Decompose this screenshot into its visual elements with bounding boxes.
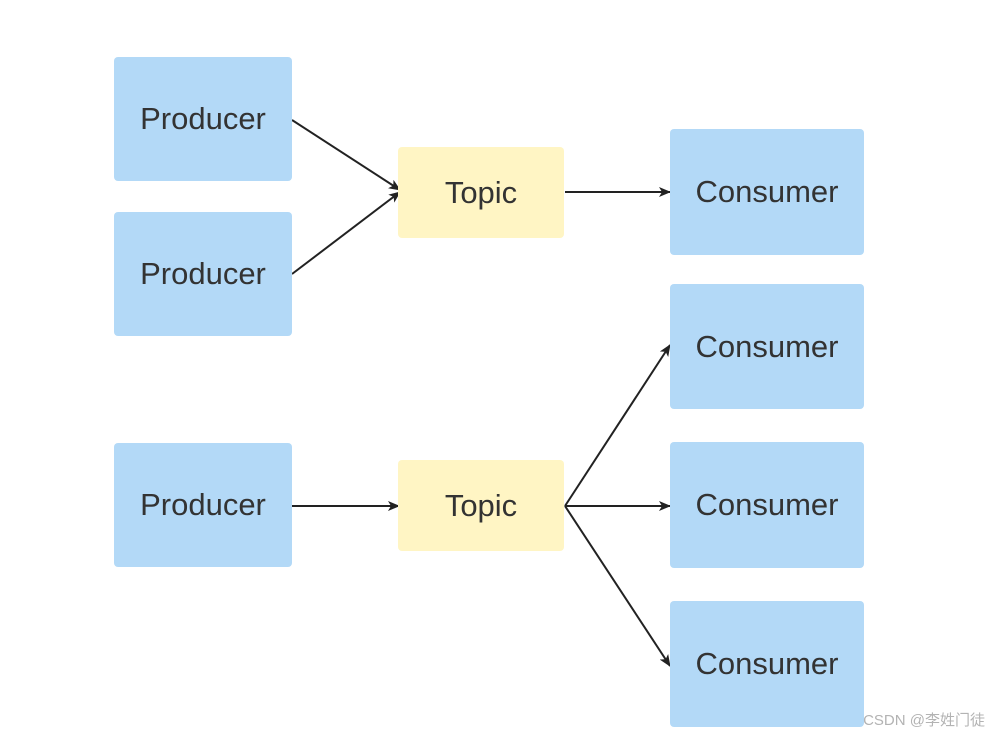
producer-label: Producer xyxy=(140,101,266,136)
consumer-node-1: Consumer xyxy=(670,129,864,255)
edge-topic-bottom-to-consumer4 xyxy=(564,505,671,667)
consumer-label: Consumer xyxy=(695,328,839,364)
consumer-node-3: Consumer xyxy=(670,442,864,568)
edge-producer1-to-topic-top xyxy=(291,119,401,191)
consumer-label: Consumer xyxy=(695,174,839,209)
topic-label: Topic xyxy=(444,174,518,210)
producer-node-3: Producer xyxy=(114,443,292,567)
edge-topic-bottom-to-consumer2 xyxy=(564,344,671,507)
consumer-label: Consumer xyxy=(695,487,839,522)
consumer-label: Consumer xyxy=(695,646,839,681)
topic-node-top: Topic xyxy=(398,147,564,238)
producer-label: Producer xyxy=(140,256,266,291)
producer-label: Producer xyxy=(140,487,266,522)
edge-producer2-to-topic-top xyxy=(291,191,401,275)
watermark-text: CSDN @李姓门徒 xyxy=(863,712,985,729)
producer-node-2: Producer xyxy=(114,212,292,336)
producer-node-1: Producer xyxy=(114,57,292,181)
consumer-node-4: Consumer xyxy=(670,601,864,727)
consumer-node-2: Consumer xyxy=(670,284,864,409)
topic-node-bottom: Topic xyxy=(398,460,564,551)
topic-label: Topic xyxy=(444,487,518,523)
